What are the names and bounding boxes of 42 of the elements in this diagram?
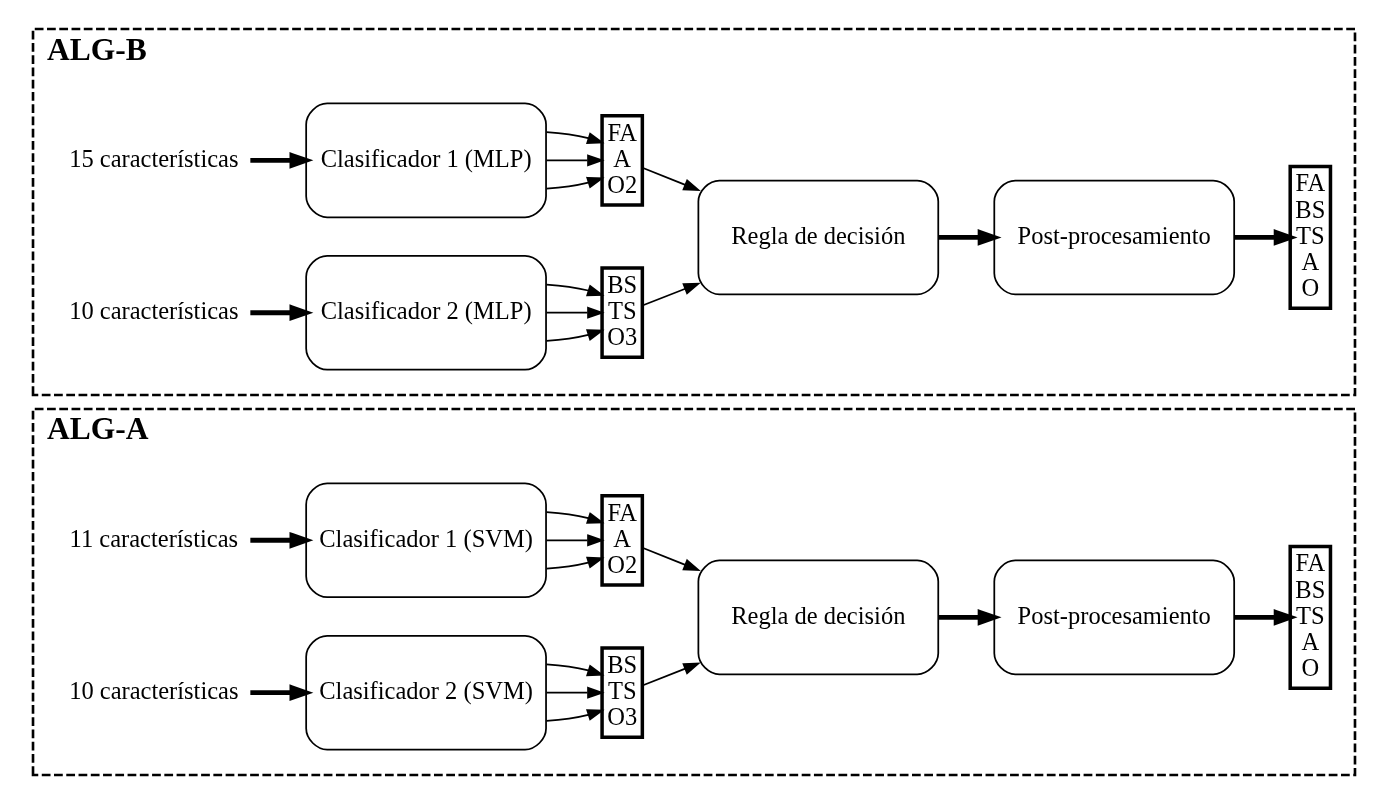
arrow xyxy=(250,304,314,322)
arrow xyxy=(545,663,605,677)
arrow xyxy=(641,662,701,687)
arrow xyxy=(545,534,605,547)
arrow xyxy=(939,229,1002,246)
arrow xyxy=(545,306,605,319)
node-box: FA BS TS A O xyxy=(1288,164,1333,311)
node-box: Post-procesamiento xyxy=(993,559,1236,676)
arrow xyxy=(545,154,605,167)
node-box: BS TS O3 xyxy=(600,646,645,740)
node-box: Clasificador 2 (MLP) xyxy=(305,254,547,371)
arrow xyxy=(1234,609,1298,626)
arrow xyxy=(545,511,605,524)
arrow xyxy=(641,166,701,192)
node-box: Clasificador 1 (MLP) xyxy=(305,102,547,219)
arrow xyxy=(545,329,605,342)
arrow xyxy=(250,684,314,701)
arrow xyxy=(545,131,605,144)
node-box: FA A O2 xyxy=(600,493,645,587)
node-text: 11 características xyxy=(69,524,239,552)
node-box: Clasificador 2 (SVM) xyxy=(305,634,547,751)
node-box: FA BS TS A O xyxy=(1288,544,1333,691)
node-box: BS TS O3 xyxy=(600,266,645,360)
arrow xyxy=(641,282,701,307)
arrow xyxy=(545,176,605,190)
arrow xyxy=(250,152,314,169)
arrow xyxy=(939,609,1002,626)
arrow xyxy=(545,686,605,699)
node-box: Regla de decisión xyxy=(697,559,940,676)
arrow xyxy=(1234,229,1298,246)
node-box: Clasificador 1 (SVM) xyxy=(305,482,547,599)
arrow xyxy=(250,531,314,549)
node-text: 15 características xyxy=(69,144,239,172)
node-box: Regla de decisión xyxy=(697,179,940,296)
arrow xyxy=(545,709,605,722)
arrow xyxy=(641,546,701,572)
arrow xyxy=(545,283,605,297)
node-box: FA A O2 xyxy=(600,113,645,207)
node-box: Post-procesamiento xyxy=(993,179,1236,296)
node-text: 10 características xyxy=(69,677,239,705)
arrow xyxy=(545,556,605,570)
node-text: 10 características xyxy=(69,297,239,325)
